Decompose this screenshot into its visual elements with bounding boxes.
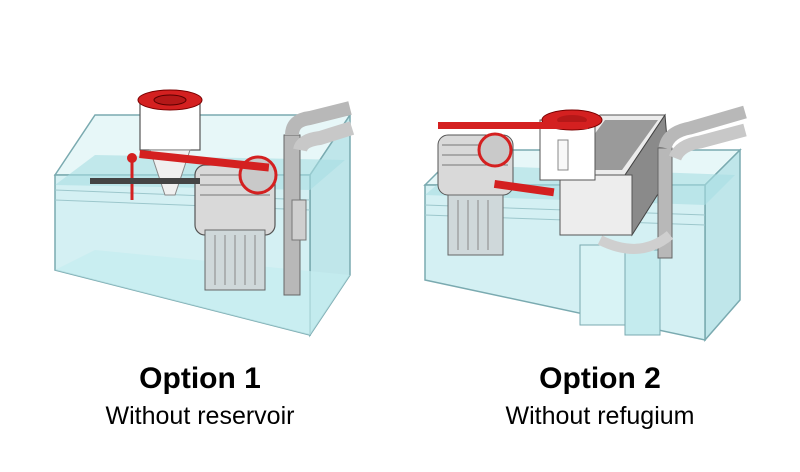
baffle bbox=[624, 249, 661, 336]
overflow-comb bbox=[90, 178, 200, 184]
option-subtitle: Without reservoir bbox=[105, 402, 295, 430]
roller-filter bbox=[194, 155, 278, 291]
option-1-sump-illustration bbox=[53, 89, 355, 338]
option-subtitle: Without refugium bbox=[505, 402, 695, 430]
option-title: Option 1 bbox=[139, 362, 261, 395]
roller-filter bbox=[437, 122, 588, 256]
drain-pipes bbox=[283, 101, 355, 296]
drain-pipes bbox=[597, 105, 747, 259]
option-title: Option 2 bbox=[539, 362, 661, 395]
option-2-panel: Option 2 Without refugium bbox=[400, 0, 800, 472]
option-2-sump-illustration bbox=[423, 105, 747, 342]
protein-skimmer bbox=[539, 109, 603, 181]
option-1-panel: Option 1 Without reservoir bbox=[53, 89, 355, 430]
baffle bbox=[579, 244, 626, 326]
